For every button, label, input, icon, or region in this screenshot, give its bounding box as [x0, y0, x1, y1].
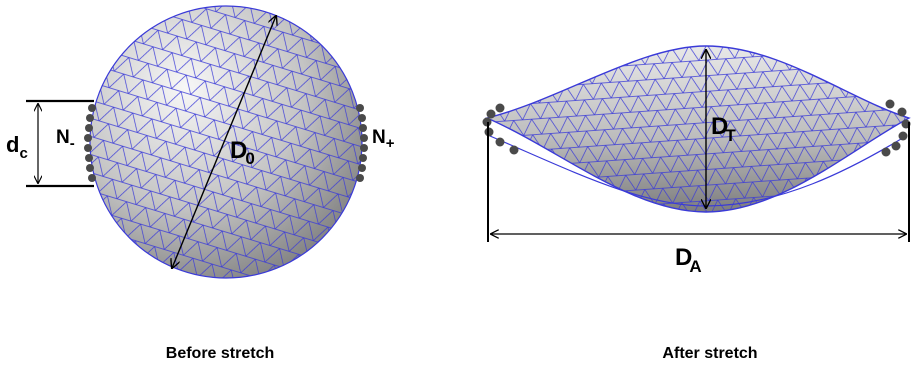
n-minus-label: N-	[56, 127, 75, 152]
dt-label: DT	[711, 113, 736, 145]
cell-sphere	[89, 5, 363, 279]
dc-label: dc	[6, 132, 28, 162]
da-label: DA	[675, 244, 702, 276]
dc-dimension	[26, 99, 94, 188]
d0-diameter-arrow	[172, 16, 276, 268]
n-plus-label: N+	[372, 127, 395, 152]
after-stretch-panel: DT DA	[482, 45, 911, 276]
stretched-cell	[484, 45, 911, 213]
d0-label: D0	[230, 137, 255, 168]
right-beads	[356, 104, 368, 182]
da-dimension	[487, 122, 910, 242]
before-stretch-caption: Before stretch	[165, 345, 275, 362]
after-stretch-caption: After stretch	[662, 345, 758, 362]
left-beads	[84, 104, 96, 182]
before-stretch-panel: dc N- N+ D0	[6, 5, 395, 279]
